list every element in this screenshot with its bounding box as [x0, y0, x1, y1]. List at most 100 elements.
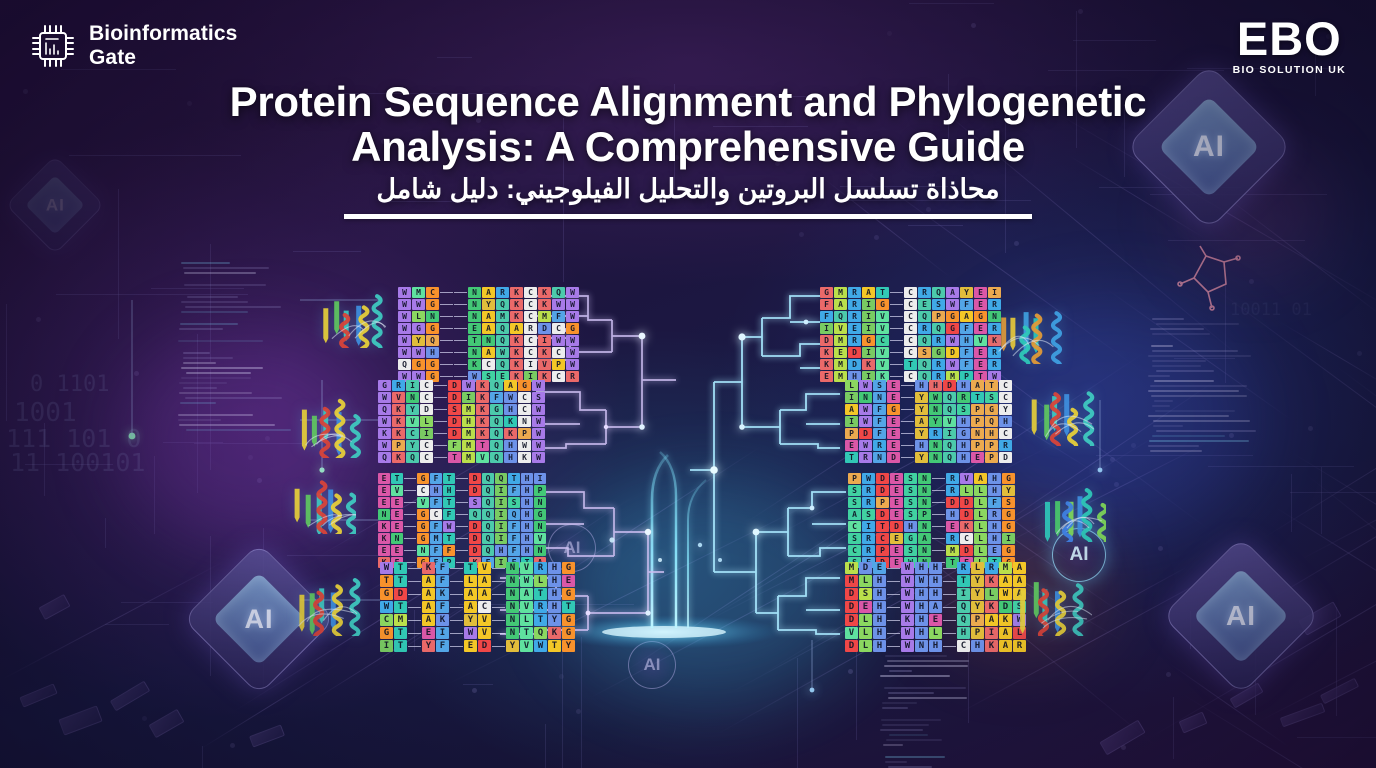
alignment-cell: W [520, 575, 533, 587]
alignment-cell: N [468, 299, 481, 310]
alignment-cell: P [876, 497, 889, 508]
alignment-cell: M [834, 359, 847, 370]
alignment-cell: K [392, 416, 405, 427]
alignment-cell: C [999, 392, 1012, 403]
alignment-cell: E [918, 299, 931, 310]
alignment-cell: H [873, 575, 886, 587]
alignment-gap-column [404, 473, 416, 568]
alignment-cell: R [848, 311, 861, 322]
alignment-cell: E [391, 497, 403, 508]
alignment-cell: T [380, 575, 393, 587]
alignment-gap [440, 347, 453, 358]
alignment-cell: R [566, 371, 579, 382]
brand-logo-right[interactable]: EBO BIO SOLUTION UK [1233, 12, 1346, 76]
alignment-cell: E [890, 473, 903, 484]
ribbon-mid-left [294, 480, 356, 534]
alignment-cell: H [946, 509, 959, 520]
alignment-cell: A [971, 380, 984, 391]
alignment-cell: Y [406, 440, 419, 451]
alignment-cell: F [820, 299, 833, 310]
alignment-cell: H [548, 575, 561, 587]
alignment-cell: N [929, 404, 942, 415]
alignment-cell: G [562, 562, 575, 574]
alignment-cell: Q [943, 452, 956, 463]
alignment-cell: N [859, 392, 872, 403]
ebo-brand-name: EBO [1236, 12, 1342, 65]
alignment-cell: E [845, 440, 858, 451]
alignment-column: IPNGNVNA [534, 473, 546, 568]
alignment-cell: W [929, 392, 942, 403]
alignment-gap [434, 392, 447, 403]
brand-name-line1: Bioinformatics [89, 22, 238, 45]
alignment-cell: E [971, 452, 984, 463]
alignment-cell: C [904, 299, 917, 310]
alignment-cell: H [929, 640, 942, 652]
alignment-cell: Y [915, 428, 928, 439]
alignment-column: TFSQFFFF [508, 473, 520, 568]
alignment-gap [450, 614, 463, 626]
alignment-cell: R [929, 428, 942, 439]
alignment-cell: H [988, 473, 1001, 484]
alignment-cell: A [422, 601, 435, 613]
alignment-cell: L [985, 588, 998, 600]
alignment-gap-column [450, 562, 463, 652]
alignment-cell: N [873, 452, 886, 463]
alignment-cell: G [562, 627, 575, 639]
alignment-cell: Q [490, 416, 503, 427]
alignment-cell: D [876, 473, 889, 484]
alignment-cell: D [876, 509, 889, 520]
alignment-cell: Y [562, 640, 575, 652]
alignment-cell: H [915, 588, 928, 600]
alignment-cell: R [999, 440, 1012, 451]
alignment-gap [434, 440, 447, 451]
alignment-cell: D [859, 428, 872, 439]
alignment-gap [450, 627, 463, 639]
alignment-gap [434, 416, 447, 427]
alignment-cell: R [988, 509, 1001, 520]
alignment-cell: W [859, 380, 872, 391]
alignment-cell: S [904, 509, 917, 520]
alignment-cell: I [862, 299, 875, 310]
alignment-cell: A [974, 473, 987, 484]
alignment-cell: R [848, 299, 861, 310]
alignment-cell: K [476, 404, 489, 415]
alignment-gap [492, 575, 505, 587]
alignment-cell: W [532, 428, 545, 439]
alignment-cell: E [562, 575, 575, 587]
brand-logo-left[interactable]: Bioinformatics Gate [30, 22, 237, 69]
alignment-cell: S [532, 392, 545, 403]
alignment-cell: E [974, 347, 987, 358]
alignment-cell: Q [496, 323, 509, 334]
alignment-gap [434, 428, 447, 439]
title-underline [344, 214, 1032, 220]
alignment-cell: K [901, 614, 914, 626]
alignment-cell: R [534, 601, 547, 613]
alignment-cell: Q [482, 473, 494, 484]
alignment-cell: A [482, 347, 495, 358]
alignment-cell: K [504, 428, 517, 439]
alignment-cell: H [999, 416, 1012, 427]
alignment-cell: R [946, 533, 959, 544]
alignment-cell: F [430, 497, 442, 508]
alignment-gap [901, 440, 914, 451]
alignment-cell: G [378, 380, 391, 391]
alignment-cell: E [391, 545, 403, 556]
alignment-cell: F [436, 601, 449, 613]
alignment-gap-column [943, 562, 956, 652]
alignment-cell: K [538, 287, 551, 298]
alignment-cell: G [876, 299, 889, 310]
alignment-cell: A [464, 601, 477, 613]
alignment-cell: T [394, 601, 407, 613]
alignment-cell: W [532, 404, 545, 415]
alignment-cell: Q [482, 485, 494, 496]
alignment-cell: G [518, 380, 531, 391]
